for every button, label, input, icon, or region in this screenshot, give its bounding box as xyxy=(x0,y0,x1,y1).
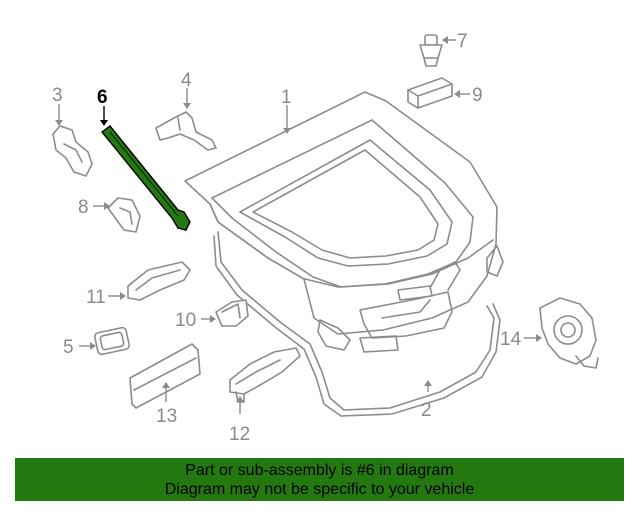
callout-8: 8 xyxy=(78,197,89,218)
part-9-lamp xyxy=(407,77,453,109)
part-11-handle-bracket xyxy=(127,261,191,301)
part-1-tailgate xyxy=(184,91,504,353)
callout-3: 3 xyxy=(52,85,63,106)
callout-7: 7 xyxy=(457,31,468,52)
info-banner: Part or sub-assembly is #6 in diagram Di… xyxy=(15,458,624,501)
callout-2: 2 xyxy=(421,400,432,421)
callout-5: 5 xyxy=(63,337,74,358)
callout-9: 9 xyxy=(472,85,483,106)
callout-14: 14 xyxy=(500,329,522,350)
part-10-lock xyxy=(215,299,249,327)
callout-6: 6 xyxy=(97,87,108,108)
part-8-clip xyxy=(107,197,141,233)
callout-12: 12 xyxy=(229,424,250,445)
part-5-button xyxy=(94,326,130,356)
part-4-hinge xyxy=(155,111,217,151)
banner-line-1: Part or sub-assembly is #6 in diagram xyxy=(185,461,454,479)
part-3-bracket xyxy=(52,125,93,177)
callout-13: 13 xyxy=(156,406,177,427)
part-13-trim-panel xyxy=(129,343,201,409)
part-7-bump-stop xyxy=(419,34,443,67)
part-6-strut xyxy=(100,125,191,231)
part-12-latch-bracket xyxy=(229,347,301,403)
callout-10: 10 xyxy=(175,310,196,331)
callout-4: 4 xyxy=(181,70,192,91)
callout-11: 11 xyxy=(86,287,106,308)
banner-line-2: Diagram may not be specific to your vehi… xyxy=(164,480,475,498)
part-14-motor xyxy=(539,297,599,369)
callout-1: 1 xyxy=(281,87,292,108)
